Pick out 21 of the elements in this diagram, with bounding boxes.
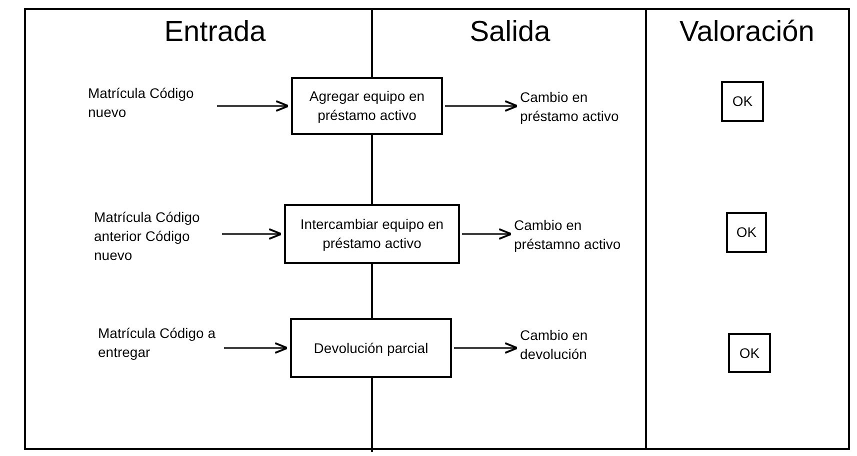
arrow xyxy=(462,228,512,240)
data-text: Matrícula Código a entregar xyxy=(98,324,222,362)
column-header: Entrada xyxy=(163,16,267,49)
data-text: Matrícula Código nuevo xyxy=(88,84,215,122)
assessment-box: OK xyxy=(728,333,771,373)
arrow xyxy=(224,342,288,354)
process-box: Intercambiar equipo en préstamo activo xyxy=(284,204,460,264)
column-header: Salida xyxy=(468,16,552,49)
process-box: Agregar equipo en préstamo activo xyxy=(291,77,443,135)
arrow xyxy=(454,342,518,354)
process-box: Devolución parcial xyxy=(290,318,452,378)
data-text: Cambio en préstamo activo xyxy=(520,88,640,126)
data-text: Cambio en préstamno activo xyxy=(514,216,642,254)
assessment-box: OK xyxy=(726,212,767,253)
column-header: Valoración xyxy=(678,16,816,49)
assessment-box: OK xyxy=(721,81,764,122)
data-text: Cambio en devolución xyxy=(520,326,630,364)
arrow xyxy=(217,100,290,112)
data-text: Matrícula Código anterior Código nuevo xyxy=(94,208,220,265)
arrow xyxy=(222,228,282,240)
arrow xyxy=(445,100,518,112)
